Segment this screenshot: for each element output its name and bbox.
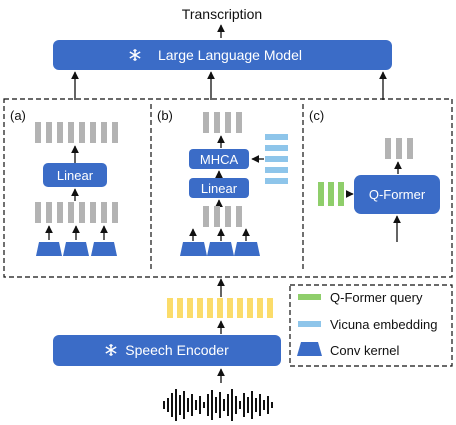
panel-c-qformer-queries — [318, 182, 344, 206]
legend-vicuna-embedding-swatch — [298, 321, 321, 327]
audio-waveform-icon — [163, 389, 273, 421]
panel-a-top-tokens — [35, 122, 118, 143]
panel-a-linear-label: Linear — [57, 168, 94, 183]
legend-conv-kernel-swatch — [297, 342, 322, 356]
legend-qformer-query-swatch — [298, 294, 321, 300]
panel-b-tag: (b) — [157, 108, 173, 123]
panel-b-mhca-block — [189, 149, 249, 169]
panel-c-qformer-block — [354, 175, 440, 214]
panel-b-conv-kernels — [180, 242, 260, 256]
panel-b-vicuna-embeddings — [265, 134, 288, 184]
panel-c-qformer-label: Q-Former — [369, 187, 426, 202]
speech-encoder-block — [53, 335, 281, 366]
panel-b-linear-label: Linear — [201, 181, 238, 196]
panel-b-linear-block — [189, 178, 249, 198]
encoder-output-features — [167, 298, 273, 318]
legend-qformer-query-label: Q-Former query — [330, 290, 423, 305]
projector-options-box — [3, 98, 453, 278]
speech-encoder-label: Speech Encoder — [125, 342, 229, 358]
llm-block — [53, 40, 392, 70]
panel-c-tag: (c) — [309, 108, 324, 123]
panel-b-bottom-tokens — [203, 206, 242, 227]
panel-a-tag: (a) — [10, 108, 26, 123]
legend-vicuna-embedding-label: Vicuna embedding — [330, 317, 437, 332]
panel-a-conv-kernels — [36, 242, 117, 256]
legend-box — [289, 284, 453, 367]
legend-conv-kernel-label: Conv kernel — [330, 343, 399, 358]
panel-c-top-tokens — [385, 138, 413, 159]
panel-b-mhca-label: MHCA — [200, 152, 239, 167]
llm-label: Large Language Model — [158, 47, 302, 63]
panel-b-top-tokens — [203, 112, 242, 133]
panel-a-linear-block — [43, 163, 107, 187]
panel-a-bottom-tokens — [35, 202, 118, 223]
transcription-title: Transcription — [182, 6, 262, 22]
